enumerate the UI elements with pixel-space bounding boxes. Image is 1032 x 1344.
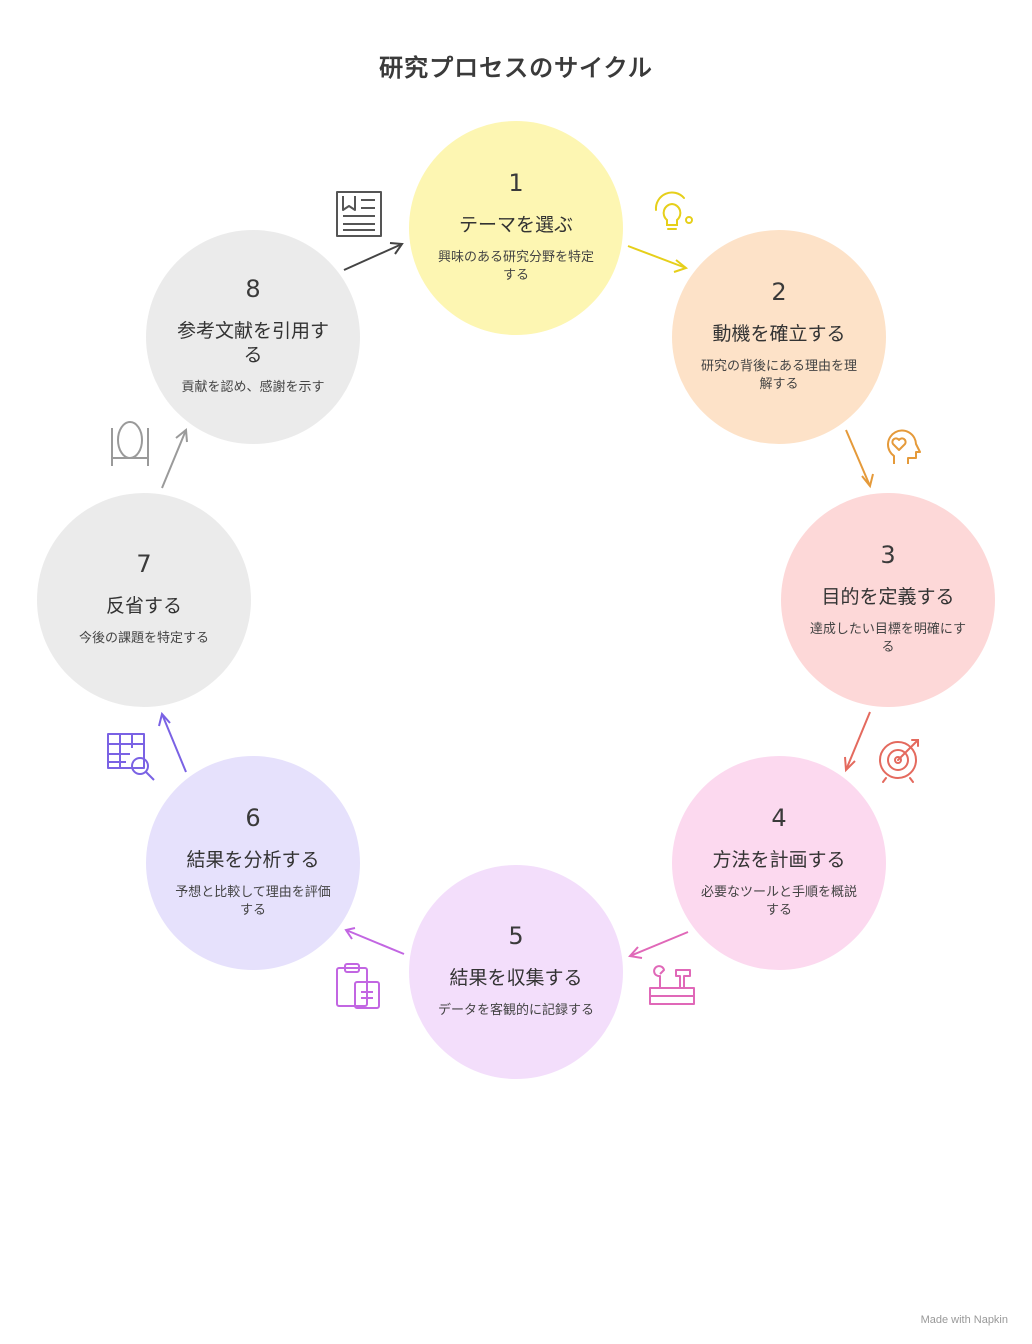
arrow-5-to-6 [345, 929, 405, 955]
arrow-8-to-1 [343, 243, 403, 271]
step-2-node: 2 動機を確立する 研究の背後にある理由を理解する [672, 230, 886, 444]
arrow-4-to-5 [629, 931, 689, 957]
arrow-2-to-3-head [861, 473, 874, 489]
arrow-4-to-5-head [628, 946, 643, 959]
step-6-node: 6 結果を分析する 予想と比較して理由を評価する [146, 756, 360, 970]
clipboard-icon [333, 960, 385, 1012]
step-5-node: 5 結果を収集する データを客観的に記録する [409, 865, 623, 1079]
arrow-7-to-8 [161, 429, 187, 489]
step-2-number: 2 [771, 278, 787, 306]
step-3-number: 3 [880, 541, 896, 569]
toolbox-icon [646, 960, 698, 1012]
step-4-number: 4 [771, 804, 787, 832]
step-1-description: 興味のある研究分野を特定する [437, 250, 594, 283]
step-1-node: 1 テーマを選ぶ 興味のある研究分野を特定する [409, 121, 623, 335]
arrow-7-to-8-head [175, 428, 188, 443]
lightbulb-icon [646, 188, 698, 240]
document-icon [333, 188, 385, 240]
step-3-description: 達成したい目標を明確にする [809, 622, 967, 655]
step-7-number: 7 [136, 550, 152, 578]
step-1-number: 1 [508, 169, 524, 197]
diagram-title: 研究プロセスのサイクル [379, 54, 653, 82]
arrow-8-to-1-head [389, 242, 404, 255]
step-7-heading: 反省する [105, 595, 182, 617]
step-3-node: 3 目的を定義する 達成したい目標を明確にする [781, 493, 995, 707]
arrow-6-to-7 [161, 713, 187, 773]
step-6-number: 6 [245, 804, 261, 832]
step-5-description: データを客観的に記録する [437, 1003, 594, 1018]
step-7-node: 7 反省する 今後の課題を特定する [37, 493, 251, 707]
arrow-1-to-2 [627, 245, 687, 269]
step-5-number: 5 [508, 922, 524, 950]
head-heart-icon [874, 418, 926, 470]
step-8-heading: 参考文献を引用する [176, 320, 329, 366]
arrow-3-to-4 [845, 711, 871, 771]
arrow-5-to-6-head [344, 927, 356, 940]
mirror-icon [104, 418, 156, 470]
step-8-node: 8 参考文献を引用する 貢献を認め、感謝を示す [146, 230, 360, 444]
step-8-number: 8 [245, 275, 261, 303]
step-2-description: 研究の背後にある理由を理解する [700, 359, 857, 392]
arrow-3-to-4-head [844, 756, 856, 773]
napkin-credit: Made with Napkin [920, 1314, 1008, 1326]
table-search-icon [104, 730, 156, 782]
step-6-heading: 結果を分析する [186, 849, 320, 871]
step-4-node: 4 方法を計画する 必要なツールと手順を概説する [672, 756, 886, 970]
step-4-description: 必要なツールと手順を概説する [700, 885, 857, 918]
arrow-6-to-7-head [158, 711, 171, 727]
step-4-heading: 方法を計画する [712, 849, 846, 871]
step-7-description: 今後の課題を特定する [78, 631, 209, 646]
step-2-heading: 動機を確立する [712, 323, 846, 345]
target-icon [874, 732, 926, 784]
step-5-heading: 結果を収集する [449, 967, 583, 989]
step-8-description: 貢献を認め、感謝を示す [181, 380, 325, 395]
arrow-2-to-3 [845, 429, 871, 487]
step-6-description: 予想と比較して理由を評価する [175, 885, 331, 918]
step-1-heading: テーマを選ぶ [458, 214, 573, 236]
step-3-heading: 目的を定義する [821, 586, 955, 608]
arrow-1-to-2-head [673, 259, 689, 273]
